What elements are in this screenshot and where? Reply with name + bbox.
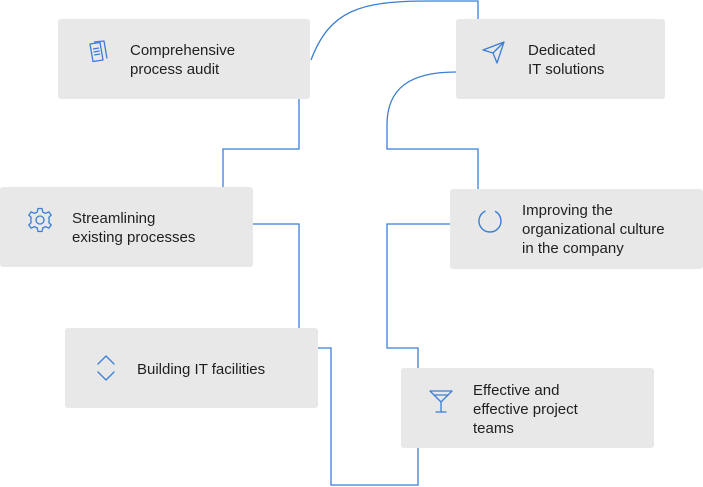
cocktail-glass-icon	[427, 387, 455, 415]
card-process-audit: Comprehensive process audit	[58, 19, 310, 99]
connector-top-arc	[310, 0, 479, 61]
up-down-chevrons-icon	[92, 354, 120, 382]
card-project-teams: Effective and effective project teams	[401, 368, 654, 448]
card-label: Improving the organizational culture in …	[522, 202, 665, 257]
circle-arc-icon	[476, 207, 504, 235]
card-it-facilities: Building IT facilities	[65, 328, 318, 408]
card-streamlining-processes: Streamlining existing processes	[0, 187, 253, 267]
connector-left-mid	[253, 223, 300, 328]
connector-right-curve	[386, 71, 479, 189]
connector-bottom	[318, 347, 419, 486]
card-label: Building IT facilities	[137, 361, 266, 378]
connector-right-mid	[386, 223, 450, 368]
card-label: Dedicated IT solutions	[528, 42, 605, 78]
card-label: Effective and effective project teams	[473, 382, 578, 437]
card-label: Comprehensive process audit	[130, 42, 236, 78]
card-it-solutions: Dedicated IT solutions	[456, 19, 665, 99]
connector-left-trunk	[222, 99, 300, 187]
documents-icon	[85, 38, 113, 66]
card-organizational-culture: Improving the organizational culture in …	[450, 189, 703, 269]
paper-plane-icon	[479, 38, 507, 66]
card-label: Streamlining existing processes	[72, 210, 196, 246]
gear-icon	[26, 206, 54, 234]
